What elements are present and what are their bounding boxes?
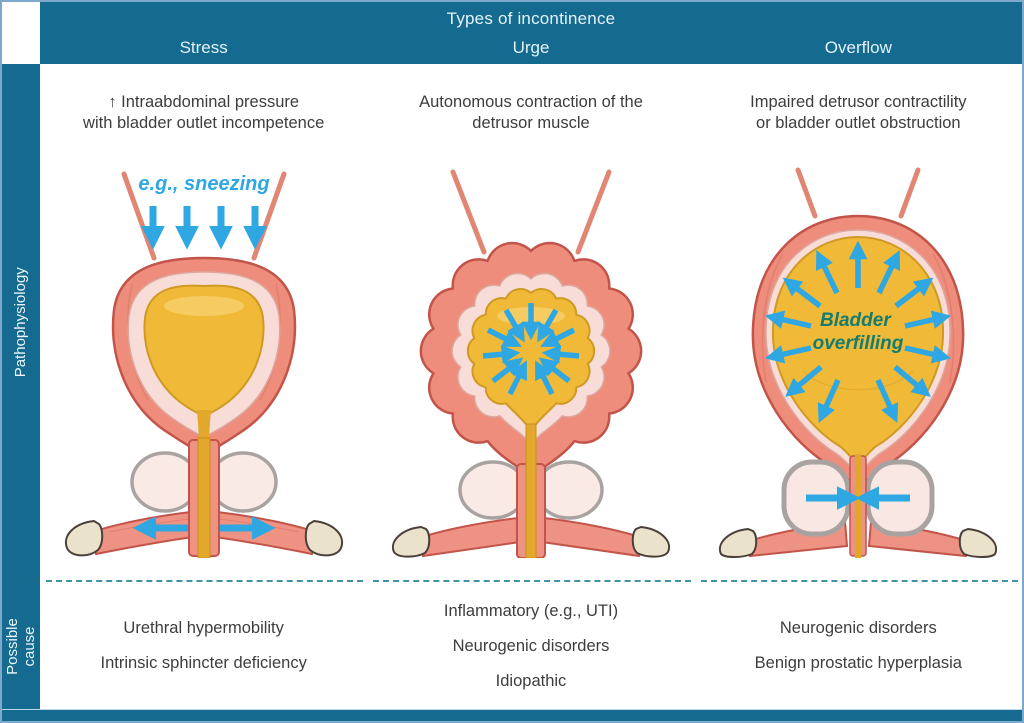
- possible-cause-label: Possible cause: [3, 617, 38, 675]
- header-corner-spacer: [2, 2, 40, 64]
- urge-illustration: [391, 169, 671, 558]
- section-divider: [373, 580, 691, 582]
- pelvic-floor-muscles: [417, 516, 645, 558]
- pelvic-bones: [64, 519, 343, 557]
- stress-illustration: e.g., sneezing: [64, 171, 343, 558]
- sidebar-row-possible-cause: Possible cause: [2, 580, 40, 712]
- column-overflow: Impaired detrusor contractility or bladd…: [695, 64, 1022, 710]
- sidebar-row-pathophysiology: Pathophysiology: [2, 64, 40, 580]
- urine-funnel: [196, 410, 211, 444]
- ureters: [795, 167, 921, 219]
- urine-highlight: [163, 296, 244, 316]
- contraction-inward-arrow-icons: [482, 303, 580, 396]
- section-divider: [46, 580, 364, 582]
- urine-swirl: [802, 370, 914, 391]
- distension-outward-arrow-icons: [765, 240, 952, 424]
- bladder-wall-texture: [762, 253, 955, 383]
- column-header-urge: Urge: [512, 38, 550, 57]
- pelvic-bones: [391, 525, 671, 558]
- prostate: [458, 460, 604, 520]
- stress-pathophysiology-text: ↑ Intraabdominal pressure with bladder o…: [83, 93, 325, 133]
- overflow-illustration: Bladder overfilling: [719, 167, 998, 558]
- column-urge: Autonomous contraction of the detrusor m…: [367, 64, 694, 710]
- column-header-stress: Stress: [179, 38, 228, 57]
- urine-stream: [197, 437, 211, 558]
- bottom-band: [2, 709, 1022, 721]
- bladder-overfilling-label: Bladder overfilling: [813, 310, 904, 354]
- section-divider: [700, 580, 1018, 582]
- urine-stream-thin: [855, 454, 862, 558]
- stress-causes: Urethral hypermobility Intrinsic sphinct…: [100, 619, 307, 672]
- urge-causes: Inflammatory (e.g., UTI) Neurogenic diso…: [443, 601, 619, 690]
- urge-pathophysiology-text: Autonomous contraction of the detrusor m…: [419, 93, 643, 133]
- overflow-pathophysiology-text: Impaired detrusor contractility or bladd…: [750, 93, 967, 133]
- urine-stream: [525, 423, 537, 558]
- page-title: Types of incontinence: [446, 9, 616, 28]
- ureters: [450, 169, 612, 255]
- pressure-down-arrow-icons: [140, 206, 267, 250]
- column-headers: Stress Urge Overflow: [40, 38, 1022, 58]
- column-stress: ↑ Intraabdominal pressure with bladder o…: [40, 64, 367, 710]
- sneezing-label: e.g., sneezing: [138, 173, 269, 195]
- overflow-causes: Neurogenic disorders Benign prostatic hy…: [754, 619, 962, 672]
- prostate: [129, 451, 278, 513]
- header-band: Types of incontinence Stress Urge Overfl…: [40, 2, 1022, 64]
- content-area: ↑ Intraabdominal pressure with bladder o…: [40, 64, 1022, 710]
- column-header-overflow: Overflow: [824, 38, 892, 57]
- sidebar-band: [2, 64, 40, 721]
- pelvic-bones: [719, 527, 998, 558]
- pathophysiology-label: Pathophysiology: [11, 266, 29, 378]
